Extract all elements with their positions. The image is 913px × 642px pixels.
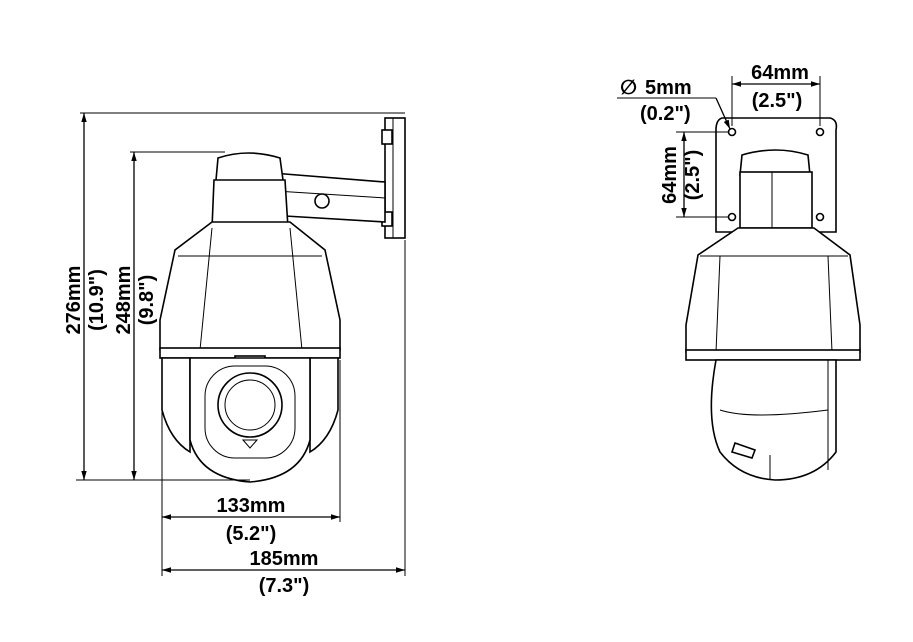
width-total-inch: (7.3") <box>259 575 310 597</box>
height-body-inch: (9.8") <box>136 275 158 326</box>
side-housing <box>685 227 861 353</box>
neck <box>211 179 289 229</box>
height-body-mm: 248mm <box>113 266 135 335</box>
front-view-camera <box>159 117 406 483</box>
hole-leader <box>715 97 731 130</box>
ir-panel-left <box>161 357 191 454</box>
height-total-mm: 276mm <box>63 266 85 335</box>
hole-diameter-inch: (0.2") <box>640 103 691 125</box>
side-neck <box>739 171 813 229</box>
hole-diameter-mm: 5mm <box>645 77 692 99</box>
housing <box>159 221 341 351</box>
mount-height-mm: 64mm <box>659 146 681 204</box>
side-dome <box>710 359 837 481</box>
width-dome-mm: 133mm <box>217 495 286 517</box>
mount-height-inch: (2.5") <box>682 150 704 201</box>
width-total-mm: 185mm <box>250 548 319 570</box>
side-view-camera <box>685 117 861 481</box>
lens <box>217 372 283 438</box>
side-dimensions <box>617 76 821 218</box>
wall-plate <box>384 117 406 239</box>
width-dome-inch: (5.2") <box>226 523 277 545</box>
ir-panel-right <box>309 357 339 454</box>
mount-width-inch: (2.5") <box>752 90 803 112</box>
front-dimensions <box>76 112 406 576</box>
mount-width-mm: 64mm <box>751 62 809 84</box>
height-total-inch: (10.9") <box>86 269 108 331</box>
bracket-screw <box>314 193 330 209</box>
mount-hole <box>727 127 737 137</box>
side-top-cap <box>739 149 811 176</box>
diameter-symbol: ∅ <box>620 77 637 99</box>
